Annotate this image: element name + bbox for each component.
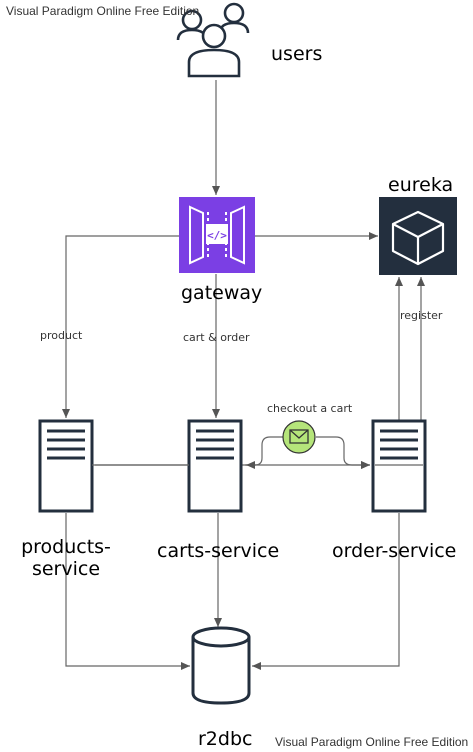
products-service-label: products- service <box>16 536 116 580</box>
users-label: users <box>271 43 323 65</box>
svg-text:</>: </> <box>207 229 227 242</box>
cart-order-edge-label: cart & order <box>183 331 250 344</box>
watermark-bottom: Visual Paradigm Online Free Edition <box>275 735 469 749</box>
r2dbc-label: r2dbc <box>198 728 253 750</box>
products-service-label-line1: products- <box>21 536 111 558</box>
product-edge-label: product <box>40 329 83 342</box>
edge-gateway-products <box>62 235 179 418</box>
cube-icon[interactable] <box>379 197 457 275</box>
watermark-top: Visual Paradigm Online Free Edition <box>6 4 200 18</box>
database-cylinder-icon[interactable] <box>191 626 251 705</box>
gateway-label: gateway <box>181 282 263 304</box>
envelope-icon[interactable] <box>282 420 316 454</box>
carts-service-label: carts-service <box>157 540 280 562</box>
edge-products-db <box>65 513 190 670</box>
order-service-label: order-service <box>332 540 457 562</box>
edge-orders-db <box>252 513 400 670</box>
api-gateway-icon[interactable]: </> <box>179 197 255 273</box>
orders-server-icon[interactable] <box>371 419 427 513</box>
carts-server-icon[interactable] <box>187 419 243 513</box>
register-edge-label: register <box>400 309 443 322</box>
eureka-label: eureka <box>388 174 454 196</box>
products-server-icon[interactable] <box>38 419 94 513</box>
products-service-label-line2: service <box>31 558 101 580</box>
users-icon[interactable] <box>176 2 250 78</box>
edge-checkout-message <box>245 436 370 465</box>
checkout-edge-label: checkout a cart <box>267 402 353 415</box>
